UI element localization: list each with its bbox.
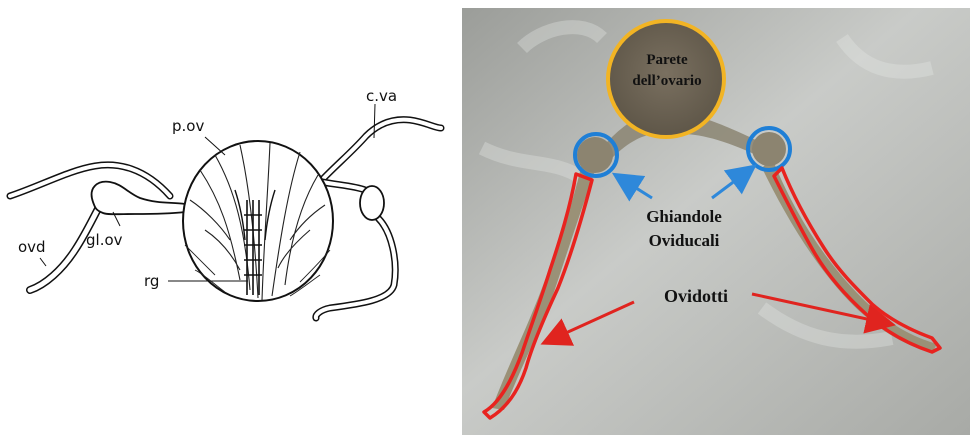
label-ovary-line1: Parete <box>646 52 688 68</box>
label-ovd: ovd <box>18 238 46 256</box>
label-glov: gl.ov <box>86 231 123 249</box>
label-glands-line2: Oviducali <box>649 231 720 250</box>
anatomical-line-drawing: p.ov c.va ovd gl.ov rg <box>0 0 455 435</box>
label-rg: rg <box>144 272 159 290</box>
ovary-body <box>183 141 333 301</box>
cva-tube <box>320 120 441 182</box>
leader-pov <box>205 137 225 155</box>
annotated-photo: Parete dell’ovario Ghiandole Oviducali O… <box>462 8 970 435</box>
oviducal-gland-right <box>360 186 384 220</box>
drawing-svg: p.ov c.va ovd gl.ov rg <box>0 0 455 435</box>
left-outer-tube <box>10 165 170 196</box>
label-pov: p.ov <box>172 117 204 135</box>
label-glands-line1: Ghiandole <box>646 207 722 226</box>
label-cva: c.va <box>366 87 397 105</box>
photo-svg: Parete dell’ovario Ghiandole Oviducali O… <box>462 8 970 435</box>
label-ovary-line2: dell’ovario <box>632 73 701 89</box>
label-oviducts: Ovidotti <box>664 286 728 306</box>
gland-tissue-left <box>577 137 613 173</box>
leader-ovd <box>40 258 46 266</box>
gland-tissue-right <box>752 132 786 166</box>
